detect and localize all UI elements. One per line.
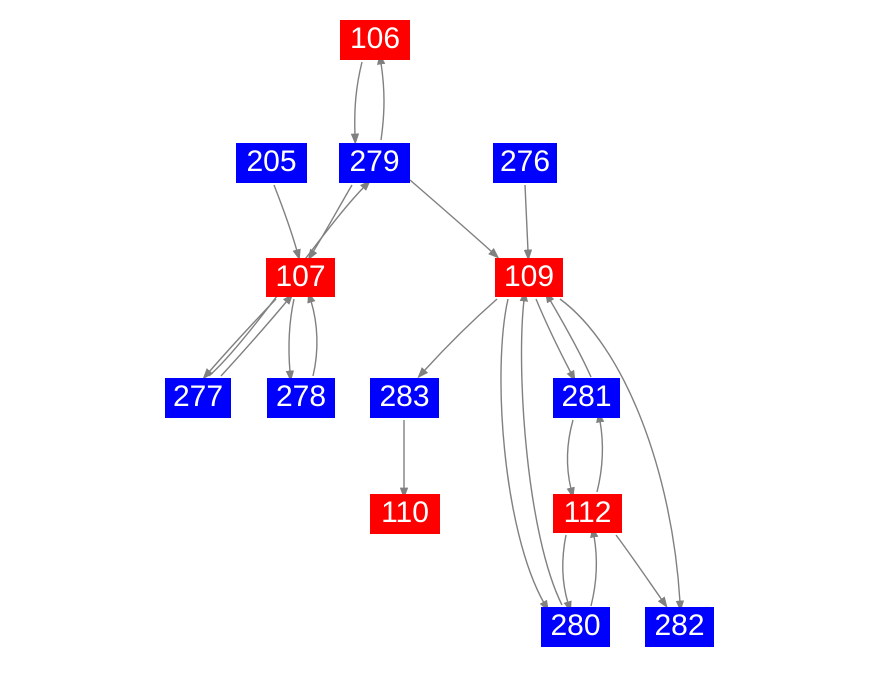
graph-edge-280-to-109 [519, 290, 563, 606]
graph-edge-109-to-282 [559, 298, 685, 612]
graph-node-112[interactable]: 112 [553, 494, 622, 533]
graph-node-label: 283 [379, 380, 430, 413]
graph-edge-109-to-280 [500, 298, 549, 612]
graph-edge-107-to-278 [285, 298, 295, 382]
graph-edge-279-to-109 [409, 179, 500, 259]
graph-edge-112-to-282 [615, 534, 668, 609]
graph-edge-112-to-281 [596, 411, 605, 493]
graph-node-label: 112 [563, 495, 612, 529]
graph-node-110[interactable]: 110 [370, 494, 440, 534]
graph-edge-276-to-109 [523, 184, 533, 261]
graph-node-label: 278 [275, 380, 327, 413]
graph-edge-280-to-112 [590, 526, 599, 607]
graph-node-277[interactable]: 277 [165, 378, 231, 418]
graph-edge-109-to-281 [535, 298, 576, 382]
graph-edge-277-to-107 [220, 293, 294, 377]
graph-node-107[interactable]: 107 [266, 258, 335, 297]
graph-node-280[interactable]: 280 [541, 607, 610, 647]
graph-node-label: 205 [246, 145, 297, 178]
graph-edge-279-to-107 [307, 184, 353, 261]
graph-node-283[interactable]: 283 [370, 378, 439, 418]
graph-edge-281-to-112 [566, 419, 575, 499]
graph-node-label: 276 [499, 145, 551, 178]
graph-node-106[interactable]: 106 [340, 20, 410, 60]
graph-node-label: 107 [275, 259, 326, 293]
graph-edge-106-to-279 [350, 61, 363, 145]
graph-edge-112-to-280 [562, 534, 572, 613]
graph-node-279[interactable]: 279 [339, 143, 410, 183]
graph-node-label: 109 [503, 259, 555, 293]
graph-node-label: 282 [654, 609, 705, 642]
graph-edge-281-to-109 [545, 291, 592, 378]
graph-edge-279-to-106 [377, 53, 386, 141]
graph-node-205[interactable]: 205 [236, 143, 307, 183]
graph-node-label: 110 [381, 496, 429, 529]
graph-edge-205-to-107 [273, 184, 301, 261]
graph-node-109[interactable]: 109 [495, 258, 563, 297]
graph-node-label: 279 [349, 145, 400, 178]
graph-edge-278-to-107 [307, 291, 318, 377]
graph-node-label: 106 [349, 22, 401, 55]
graph-node-label: 280 [550, 609, 601, 642]
graph-node-label: 277 [172, 380, 224, 413]
graph-node-281[interactable]: 281 [553, 378, 620, 418]
graph-edge-109-to-283 [417, 298, 498, 379]
graph-node-282[interactable]: 282 [645, 607, 714, 647]
graph-edge-107-to-277 [202, 298, 277, 380]
graph-node-278[interactable]: 278 [267, 378, 335, 418]
graph-node-label: 281 [561, 380, 612, 413]
graph-node-276[interactable]: 276 [493, 143, 557, 183]
